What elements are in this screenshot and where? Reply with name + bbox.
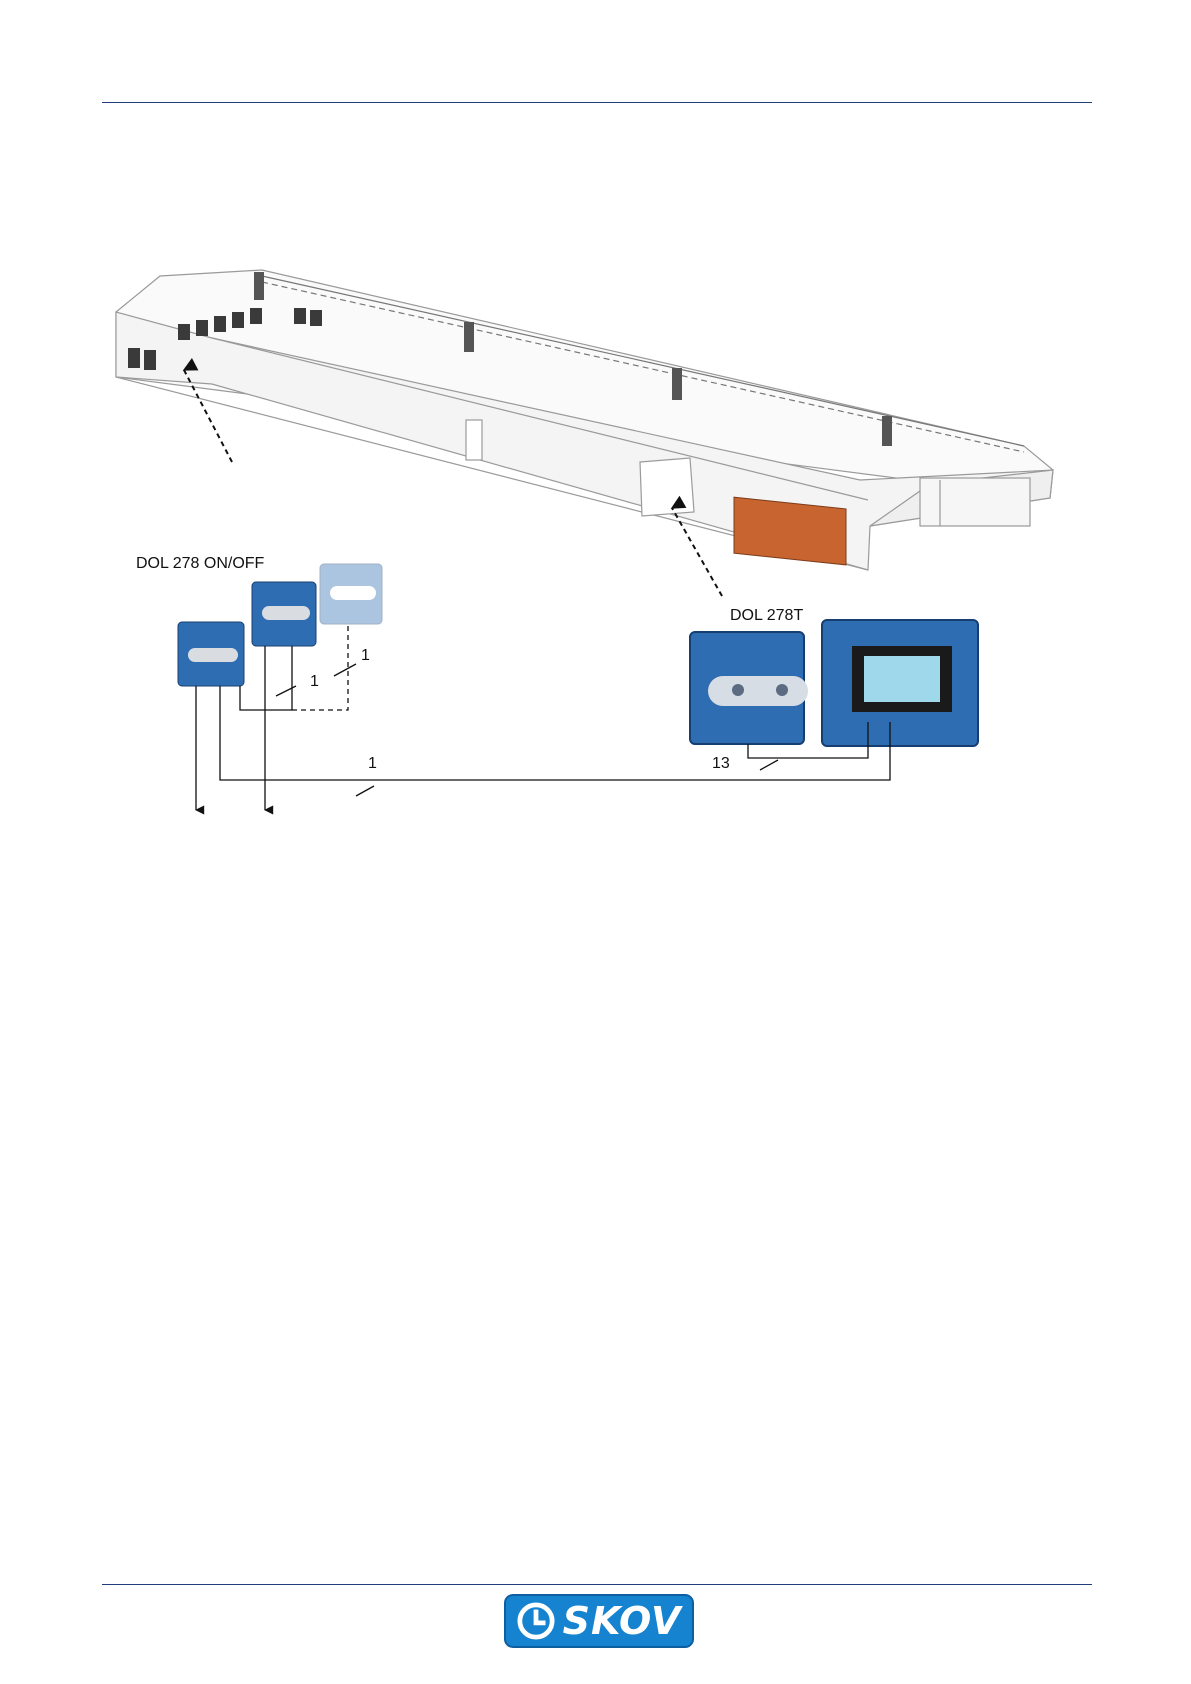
dol-278t-display-unit xyxy=(822,620,978,746)
footer-rule xyxy=(102,1584,1092,1585)
main-controller-label: DOL 278T xyxy=(730,607,803,624)
cable-label-c: 1 xyxy=(368,755,377,772)
cooling-pad xyxy=(734,497,846,565)
cable-label-d: 13 xyxy=(712,755,730,772)
on-off-module-2 xyxy=(252,582,316,646)
on-off-module-1 xyxy=(178,622,244,686)
dol-278t-unit xyxy=(690,632,808,744)
barn-door xyxy=(466,420,482,460)
on-off-module-3-optional xyxy=(320,564,382,624)
on-off-group-label: DOL 278 ON/OFF xyxy=(136,555,265,572)
skov-logo: SKOV xyxy=(504,1594,694,1648)
cable-label-a: 1 xyxy=(310,673,319,690)
controller-housing xyxy=(640,458,694,516)
skov-logo-icon xyxy=(517,1602,555,1640)
skov-logo-text: SKOV xyxy=(563,1599,682,1643)
cable-label-b: 1 xyxy=(361,647,370,664)
